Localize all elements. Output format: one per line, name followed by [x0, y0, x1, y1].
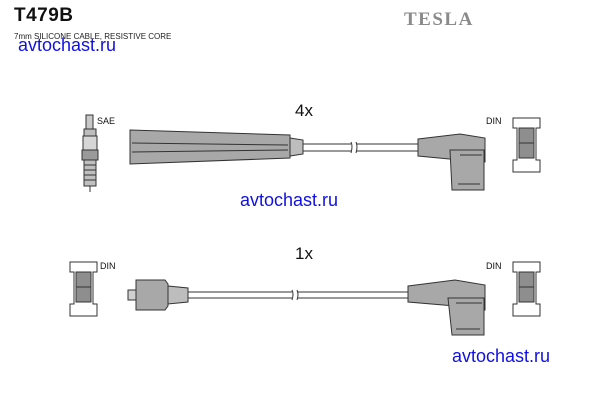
product-description: 7mm SILICONE CABLE, RESISTIVE CORE	[14, 32, 172, 41]
cable-set-2	[188, 289, 408, 301]
spark-plug-sae	[81, 114, 99, 192]
boot-angled-right-1	[417, 133, 486, 191]
boot-short-left	[127, 279, 189, 311]
terminal-label-din: DIN	[100, 261, 116, 271]
watermark: avtochast.ru	[240, 190, 339, 210]
boot-angled-right-2	[407, 279, 486, 336]
cable-set-1	[303, 141, 418, 154]
terminal-label-din: DIN	[486, 261, 502, 271]
terminal-label-sae: SAE	[97, 116, 116, 126]
quantity-label-set-1: 4x	[295, 101, 313, 120]
boot-straight-long	[129, 129, 304, 165]
din-terminal-3	[512, 261, 541, 317]
quantity-label-set-2: 1x	[295, 244, 313, 263]
terminal-label-din: DIN	[486, 116, 502, 126]
brand-logo: TESLA	[404, 9, 474, 30]
din-terminal-1	[512, 117, 541, 173]
din-terminal-2	[69, 261, 98, 317]
watermark: avtochast.ru	[18, 35, 117, 55]
watermark: avtochast.ru	[452, 346, 551, 366]
part-number: T479B	[14, 5, 74, 26]
